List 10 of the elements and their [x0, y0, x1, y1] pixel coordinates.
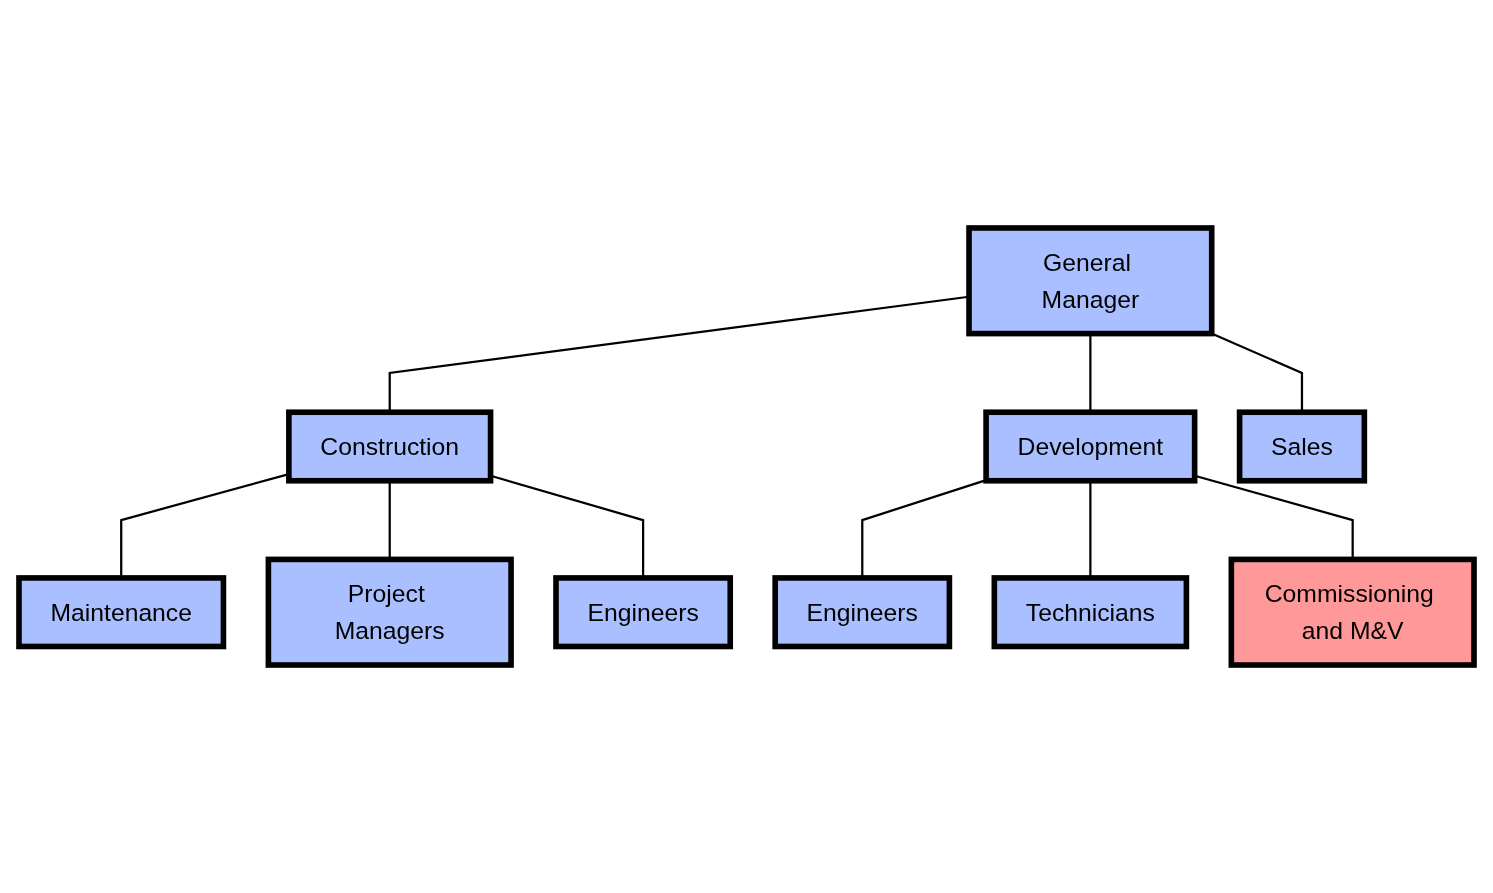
- node-box: Construction: [286, 409, 494, 484]
- node-box: Maintenance: [16, 575, 227, 650]
- node-box: Commissioning and M&V: [1228, 556, 1477, 668]
- node-box: General Manager: [966, 225, 1215, 337]
- node-box: Engineers: [772, 575, 953, 650]
- node-box: Project Managers: [265, 556, 514, 668]
- node-box: Development: [983, 409, 1198, 484]
- node-box: Engineers: [553, 575, 734, 650]
- node-box: Technicians: [991, 575, 1190, 650]
- node-box: Sales: [1236, 409, 1368, 484]
